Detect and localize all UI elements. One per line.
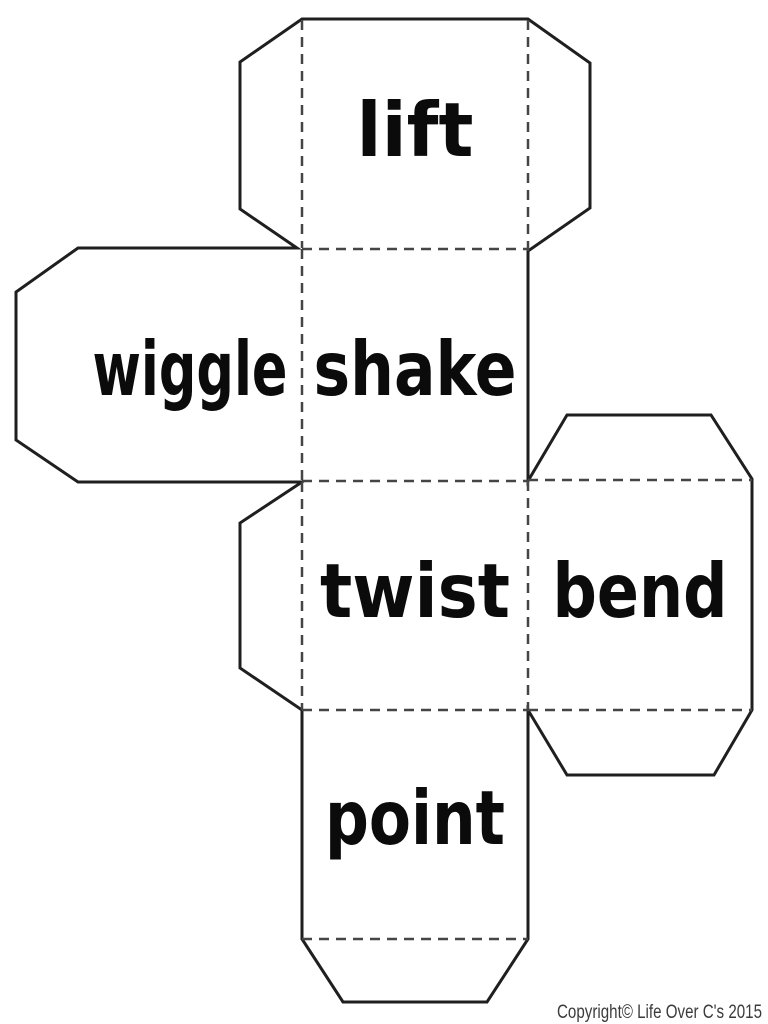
face-label-bend: bend [553, 547, 728, 635]
face-label-shake: shake [314, 325, 517, 413]
copyright-text: Copyright© Life Over C's 2015 [557, 1002, 762, 1023]
cube-net-cut-outline [14, 17, 754, 1004]
face-label-lift: lift [357, 86, 474, 174]
face-label-wiggle: wiggle [93, 325, 288, 413]
face-label-twist: twist [320, 547, 510, 635]
face-label-point: point [325, 774, 505, 862]
fold-lines [300, 20, 752, 941]
face-labels: lift wiggle shake twist bend point [93, 86, 728, 862]
